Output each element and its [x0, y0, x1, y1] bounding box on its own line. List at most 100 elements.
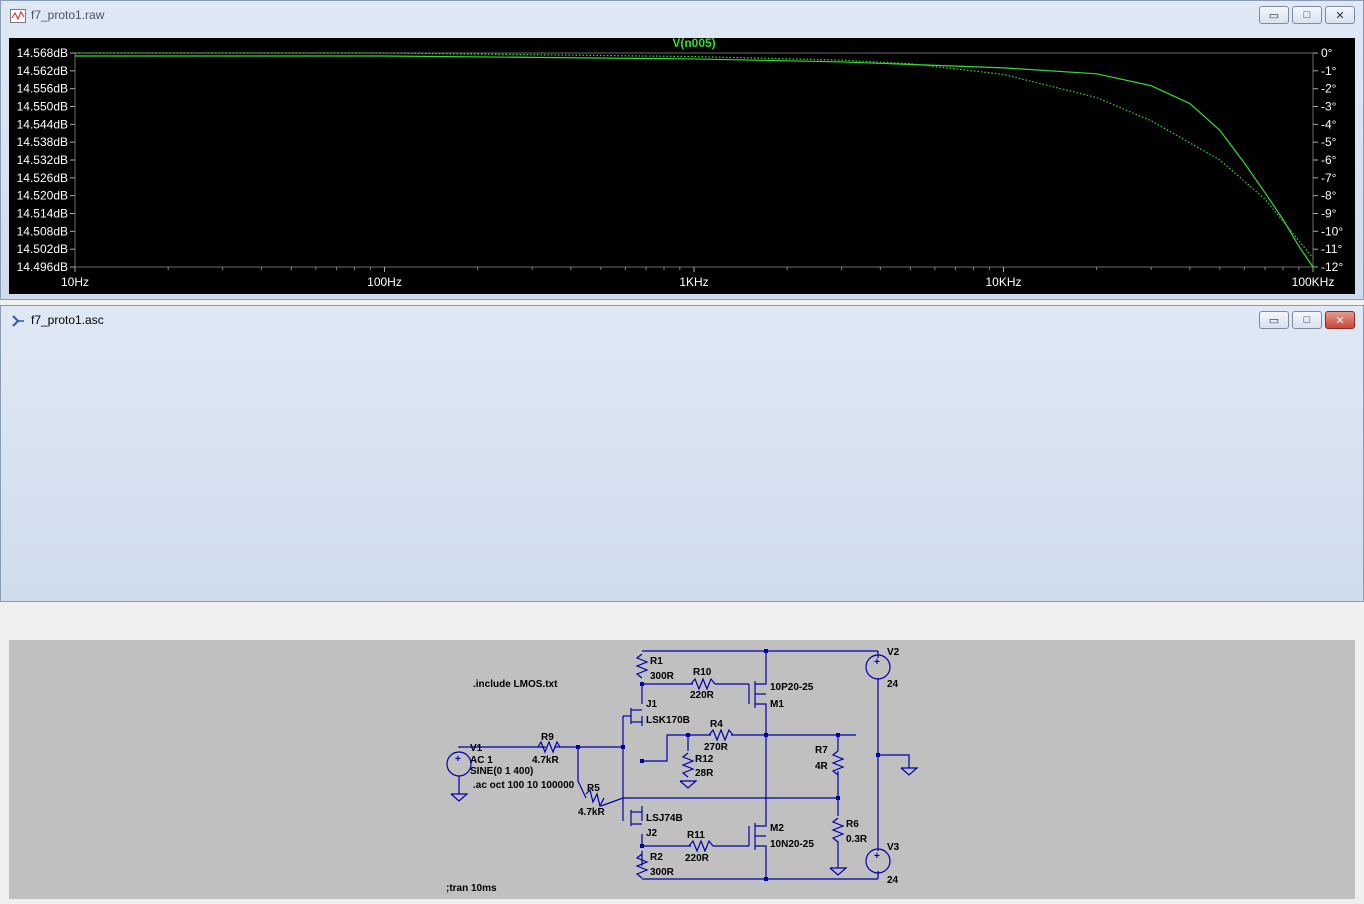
phase-tick-label: -6° — [1321, 153, 1337, 167]
label-v1-sine: SINE(0 1 400) — [470, 766, 533, 777]
resistor-r10[interactable] — [690, 677, 716, 691]
value-r11: 220R — [685, 853, 710, 864]
waveform-titlebar[interactable]: f7_proto1.raw ▭ □ ✕ — [1, 1, 1363, 31]
schematic-window: f7_proto1.asc ▭ □ ✕ — [0, 305, 1364, 899]
value-v2: 24 — [887, 679, 899, 690]
y-tick-label: 14.520dB — [17, 189, 68, 203]
model-m2: 10N20-25 — [770, 839, 814, 850]
x-tick-label: 1KHz — [679, 275, 708, 289]
label-r4: R4 — [710, 719, 723, 730]
mosfet-m1[interactable] — [748, 676, 767, 711]
x-tick-label: 10KHz — [985, 275, 1021, 289]
minimize-button[interactable]: ▭ — [1259, 6, 1289, 24]
x-tick-label: 10Hz — [61, 275, 89, 289]
y-tick-label: 14.550dB — [17, 100, 68, 114]
phase-tick-label: -4° — [1321, 117, 1337, 131]
y-tick-label: 14.568dB — [17, 46, 68, 60]
label-r10: R10 — [693, 667, 712, 678]
y-tick-label: 14.526dB — [17, 171, 68, 185]
phase-tick-label: -12° — [1321, 260, 1343, 274]
y-tick-label: 14.544dB — [17, 117, 68, 131]
plus-sign: + — [874, 851, 880, 862]
label-v2: V2 — [887, 647, 900, 658]
magnitude-trace[interactable] — [75, 55, 1314, 268]
phase-tick-label: -3° — [1321, 100, 1337, 114]
value-r7: 4R — [815, 761, 829, 772]
label-j2: J2 — [646, 828, 658, 839]
trace-label[interactable]: V(n005) — [672, 36, 715, 50]
ground-symbol — [829, 867, 848, 876]
jfet-j1[interactable] — [623, 708, 642, 724]
y-tick-label: 14.514dB — [17, 207, 68, 221]
include-directive[interactable]: .include LMOS.txt — [473, 679, 558, 690]
x-tick-label: 100KHz — [1292, 275, 1335, 289]
phase-tick-label: -5° — [1321, 135, 1337, 149]
y-tick-label: 14.502dB — [17, 242, 68, 256]
label-r2: R2 — [650, 852, 663, 863]
phase-tick-label: -9° — [1321, 207, 1337, 221]
value-r4: 270R — [704, 742, 729, 753]
close-button[interactable]: ✕ — [1325, 6, 1355, 24]
phase-tick-label: -8° — [1321, 189, 1337, 203]
label-v1: V1 — [470, 743, 483, 754]
model-m1: 10P20-25 — [770, 682, 814, 693]
label-r1: R1 — [650, 656, 663, 667]
label-r5: R5 — [587, 783, 600, 794]
plus-sign: + — [455, 754, 461, 765]
plus-sign: + — [874, 657, 880, 668]
phase-tick-label: -11° — [1321, 242, 1342, 256]
ground-symbol — [900, 767, 919, 776]
close-button[interactable]: ✕ — [1325, 311, 1355, 329]
waveform-app-icon — [10, 9, 26, 23]
window-title: f7_proto1.asc — [31, 313, 104, 327]
resistor-r1[interactable] — [635, 653, 649, 679]
y-tick-label: 14.556dB — [17, 82, 68, 96]
phase-tick-label: -1° — [1321, 64, 1337, 78]
maximize-button[interactable]: □ — [1292, 311, 1322, 329]
maximize-button[interactable]: □ — [1292, 6, 1322, 24]
label-r9: R9 — [541, 732, 554, 743]
y-tick-label: 14.562dB — [17, 64, 68, 78]
y-tick-label: 14.532dB — [17, 153, 68, 167]
resistor-r4[interactable] — [708, 728, 734, 742]
label-m2: M2 — [770, 823, 784, 834]
label-r7: R7 — [815, 745, 828, 756]
minimize-button[interactable]: ▭ — [1259, 311, 1289, 329]
y-tick-label: 14.496dB — [17, 260, 68, 274]
value-r2: 300R — [650, 867, 675, 878]
ac-directive[interactable]: .ac oct 100 10 100000 — [473, 780, 575, 791]
tran-directive[interactable]: ;tran 10ms — [446, 883, 497, 894]
schematic-drawing[interactable]: + + + .include LMOS.txt V1 AC 1 SINE(0 1… — [9, 640, 1355, 899]
jfet-j2[interactable] — [630, 810, 642, 826]
window-title: f7_proto1.raw — [31, 8, 105, 22]
value-r10: 220R — [690, 690, 715, 701]
phase-trace[interactable] — [75, 52, 1314, 259]
label-v3: V3 — [887, 842, 900, 853]
y-axis-ticks: 14.568dB 14.562dB 14.556dB 14.550dB 14.544dB… — [17, 46, 75, 274]
value-r5: 4.7kR — [578, 807, 605, 818]
plot-area[interactable]: V(n005) 14.568dB 14.562dB 14.556dB 14.550dB… — [9, 36, 1355, 294]
bode-plot[interactable]: V(n005) 14.568dB 14.562dB 14.556dB 14.550dB… — [9, 36, 1355, 294]
phase-tick-label: -2° — [1321, 82, 1337, 96]
resistor-r12[interactable] — [681, 752, 695, 778]
value-v3: 24 — [887, 875, 899, 886]
phase-axis-ticks: 0°-1°-2°-3°-4°-5°-6°-7°-8°-9°-10°-11°-12… — [1313, 46, 1343, 274]
mosfet-m2[interactable] — [748, 821, 767, 856]
traces — [75, 52, 1314, 268]
model-j2: LSJ74B — [646, 813, 683, 824]
schematic-app-icon — [12, 315, 24, 327]
schematic-canvas[interactable]: + + + .include LMOS.txt V1 AC 1 SINE(0 1… — [9, 640, 1355, 899]
value-r9: 4.7kR — [532, 755, 559, 766]
y-tick-label: 14.538dB — [17, 135, 68, 149]
schematic-titlebar[interactable]: f7_proto1.asc ▭ □ ✕ — [1, 306, 1363, 336]
resistor-r11[interactable] — [688, 839, 714, 853]
x-tick-label: 100Hz — [367, 275, 402, 289]
value-r12: 28R — [695, 768, 714, 779]
label-j1: J1 — [646, 699, 658, 710]
label-v1-ac: AC 1 — [470, 755, 493, 766]
resistor-r6[interactable] — [831, 817, 845, 843]
ground-symbol — [450, 793, 469, 802]
value-r6: 0.3R — [846, 834, 868, 845]
label-m1: M1 — [770, 699, 784, 710]
